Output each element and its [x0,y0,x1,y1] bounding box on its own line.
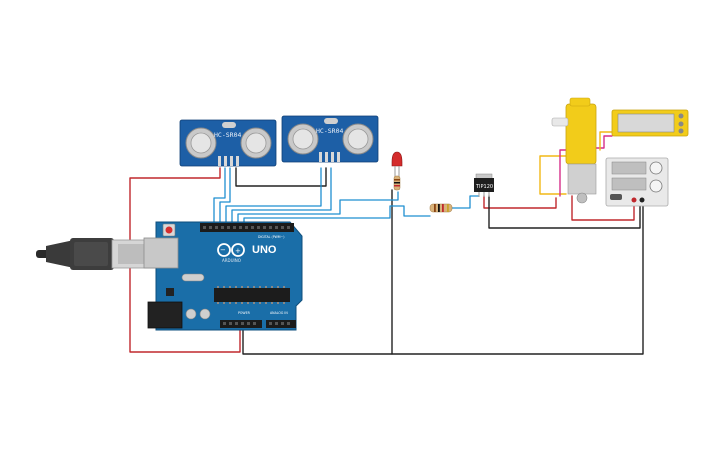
ultrasonic-sensor-1[interactable]: HC-SR04 [179,119,277,167]
usb-cable[interactable] [36,238,159,270]
arduino-logo: − + [217,243,245,257]
digital-label: DIGITAL (PWM~) [258,235,284,239]
wire-blue-led[interactable] [237,191,399,223]
wire-blue-resistor[interactable] [243,205,431,223]
wires [129,131,644,355]
capacitor-1 [185,308,197,320]
negative-terminal[interactable] [639,197,645,203]
current-knob[interactable] [649,179,663,193]
base-resistor[interactable] [429,203,453,213]
transistor-label: TIP120 [475,184,493,190]
led-resistor[interactable] [393,175,401,191]
crystal [181,273,205,282]
usb-jack [143,237,179,269]
tip120-transistor[interactable]: TIP120 [474,173,494,197]
arduino-uno[interactable]: DIGITAL (PWM~) − + UNO ARDUINO [143,221,303,331]
wire-blue-base[interactable] [451,195,479,209]
power-supply[interactable] [605,157,669,207]
atmega-chip [214,288,290,302]
wire-blue-trig-2[interactable] [225,167,322,223]
capacitor-2 [199,308,211,320]
wire-pink-motor[interactable] [593,135,613,149]
display-module[interactable] [611,109,689,137]
wire-blue-echo-2[interactable] [231,167,332,223]
wire-black-ground-sensor[interactable] [235,167,327,187]
positive-terminal[interactable] [631,197,637,203]
wire-red-transistor[interactable] [483,195,557,209]
wire-pink-motor-2[interactable] [559,149,567,197]
red-led[interactable] [391,151,403,176]
wire-black-transistor[interactable] [488,195,641,229]
dc-gear-motor[interactable] [551,97,597,204]
wire-black-ground-bottom[interactable] [391,199,644,355]
power-label: POWER [238,311,251,315]
sensor-1-label: HC-SR04 [214,131,241,139]
wire-black-ground-main[interactable] [242,189,393,355]
analog-label: ANALOG IN [270,311,288,315]
voltage-knob[interactable] [649,161,663,175]
small-chip [166,288,174,296]
wire-blue-echo-1[interactable] [219,167,231,223]
sensor-2-label: HC-SR04 [316,127,343,135]
ultrasonic-sensor-2[interactable]: HC-SR04 [281,115,379,163]
wire-yellow-motor[interactable] [539,155,571,195]
wire-blue-trig-1[interactable] [213,167,226,223]
board-model: UNO [252,244,277,256]
svg-text:+: + [235,247,241,255]
wire-yellow-meter[interactable] [599,131,613,151]
power-jack [147,301,183,329]
svg-text:−: − [220,246,226,254]
board-brand: ARDUINO [222,258,241,263]
wire-red-supply[interactable] [571,195,635,221]
